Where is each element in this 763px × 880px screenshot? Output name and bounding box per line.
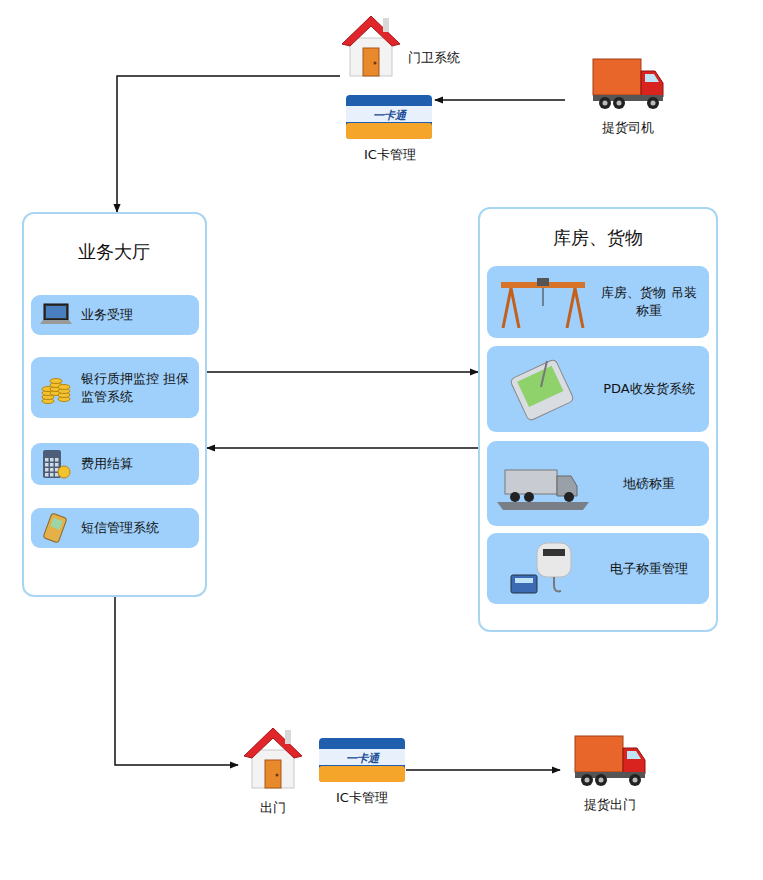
pda-icon — [497, 361, 589, 417]
node-label: 出门 — [260, 799, 286, 817]
icon-node: 门卫系统 — [340, 12, 475, 84]
icon-node: IC卡管理 — [345, 94, 435, 166]
process-box: 电子称重管理 — [487, 533, 709, 604]
icon-node: 提货出门 — [560, 722, 660, 817]
node-label: 银行质押监控 担保监管系统 — [81, 370, 193, 405]
node-label: 库房、货物 吊装称重 — [595, 284, 703, 319]
truck-icon — [589, 49, 667, 111]
phone-icon — [39, 513, 73, 543]
node-label: IC卡管理 — [336, 789, 388, 807]
icon-node: IC卡管理 — [318, 737, 406, 812]
flow-arrow — [115, 597, 238, 765]
icon-node: 提货司机 — [565, 45, 690, 140]
house-icon — [340, 12, 402, 78]
process-box: 业务受理 — [31, 295, 199, 335]
group-panel: 库房、货物库房、货物 吊装称重 PDA收发货系统地磅称重电子称重管理 — [478, 207, 718, 632]
hook-icon — [497, 541, 589, 597]
truck-icon — [571, 726, 649, 788]
process-box: 银行质押监控 担保监管系统 — [31, 357, 199, 418]
calc-icon — [39, 449, 73, 479]
group-panel: 业务大厅业务受理银行质押监控 担保监管系统费用结算短信管理系统 — [22, 212, 207, 597]
card-logo-text: 一卡通 — [346, 751, 379, 766]
flow-arrow — [406, 769, 560, 771]
laptop-icon — [39, 300, 73, 330]
node-label: 短信管理系统 — [81, 519, 193, 537]
panel-title: 库房、货物 — [553, 226, 643, 250]
node-label: PDA收发货系统 — [595, 380, 703, 398]
crane-icon — [497, 274, 589, 330]
node-label: 提货司机 — [602, 119, 654, 137]
node-label: 提货出门 — [584, 796, 636, 814]
node-label: 费用结算 — [81, 455, 193, 473]
process-box: 库房、货物 吊装称重 — [487, 266, 709, 338]
icon-node: 出门 — [238, 722, 308, 820]
flow-arrow — [117, 76, 340, 212]
node-label: 地磅称重 — [595, 475, 703, 493]
card-logo-text: 一卡通 — [373, 108, 406, 123]
process-box: 地磅称重 — [487, 441, 709, 526]
node-label: IC卡管理 — [364, 146, 416, 164]
node-label: 门卫系统 — [408, 49, 460, 67]
node-label: 业务受理 — [81, 306, 193, 324]
flow-arrow — [207, 371, 478, 373]
node-label: 电子称重管理 — [595, 560, 703, 578]
flow-arrow — [207, 447, 478, 449]
house-icon — [242, 724, 304, 790]
process-box: 短信管理系统 — [31, 508, 199, 548]
coins-icon — [39, 373, 73, 403]
flow-arrow — [435, 99, 565, 101]
process-box: 费用结算 — [31, 443, 199, 485]
panel-title: 业务大厅 — [78, 240, 150, 264]
process-box: PDA收发货系统 — [487, 346, 709, 432]
scale-icon — [497, 456, 589, 512]
